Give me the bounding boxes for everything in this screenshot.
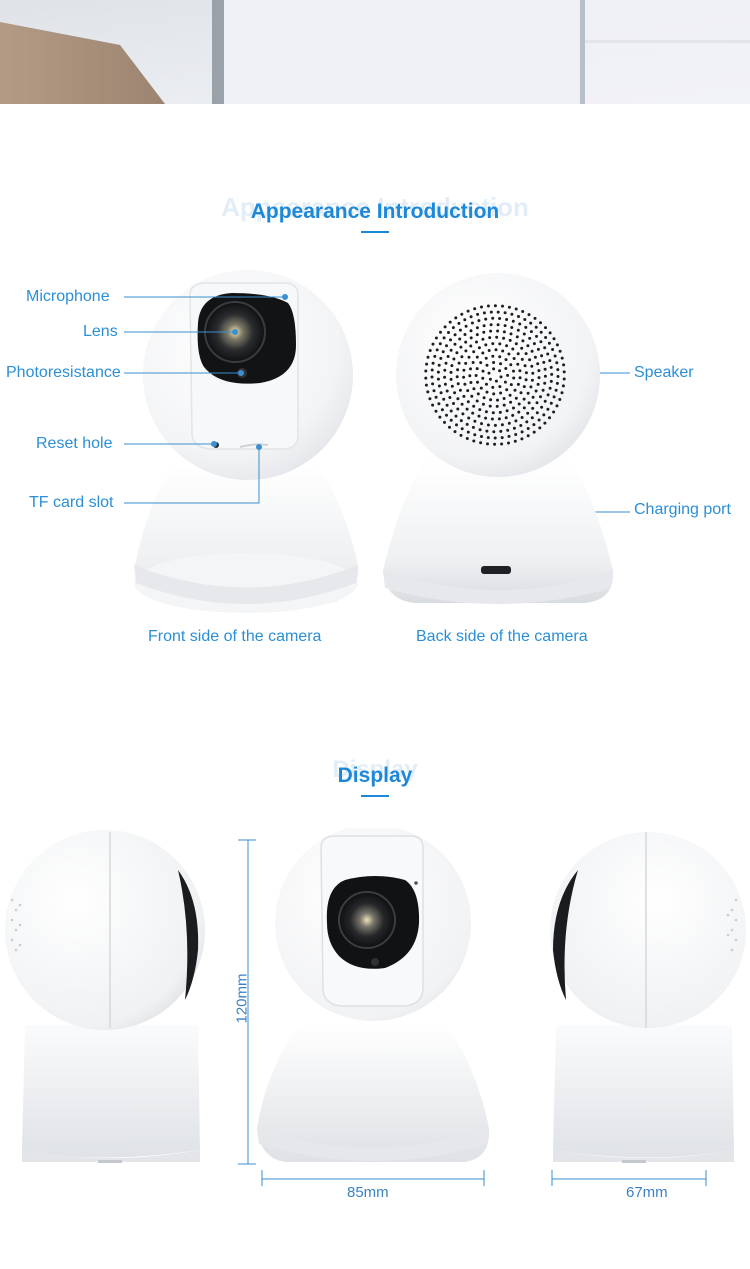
display-heading: Display — [337, 764, 413, 787]
front-leader-lines — [124, 294, 630, 569]
front-view-center-image — [255, 825, 495, 1168]
display-heading-underline — [361, 795, 389, 797]
front-width-dimension-label: 85mm — [347, 1184, 389, 1201]
room-background-image — [0, 0, 750, 104]
lens-label: Lens — [83, 323, 118, 340]
front-side-caption: Front side of the camera — [148, 628, 322, 645]
microphone-label: Microphone — [26, 288, 110, 305]
side-width-dimension-label: 67mm — [626, 1184, 668, 1201]
heading-underline — [361, 231, 389, 233]
side-view-right-image — [548, 830, 750, 1170]
photoresistance-label: Photoresistance — [6, 364, 121, 381]
charging-port-label: Charging port — [634, 501, 731, 518]
back-camera-image — [380, 270, 620, 615]
reset-hole-label: Reset hole — [36, 435, 113, 452]
tf-card-slot-label: TF card slot — [29, 494, 114, 511]
appearance-heading-ghost: Appearance Introduction — [221, 192, 529, 222]
top-photo-strip — [0, 0, 750, 104]
back-side-caption: Back side of the camera — [416, 628, 588, 645]
display-heading-ghost: Display — [332, 756, 418, 783]
dimension-lines — [238, 839, 707, 1186]
height-dimension-label: 120mm — [233, 973, 251, 1024]
speaker-label: Speaker — [634, 364, 694, 381]
appearance-heading: Appearance Introduction — [250, 200, 500, 223]
side-view-left-image — [0, 830, 215, 1170]
speaker-grille — [424, 304, 566, 446]
front-camera-image — [120, 265, 370, 620]
